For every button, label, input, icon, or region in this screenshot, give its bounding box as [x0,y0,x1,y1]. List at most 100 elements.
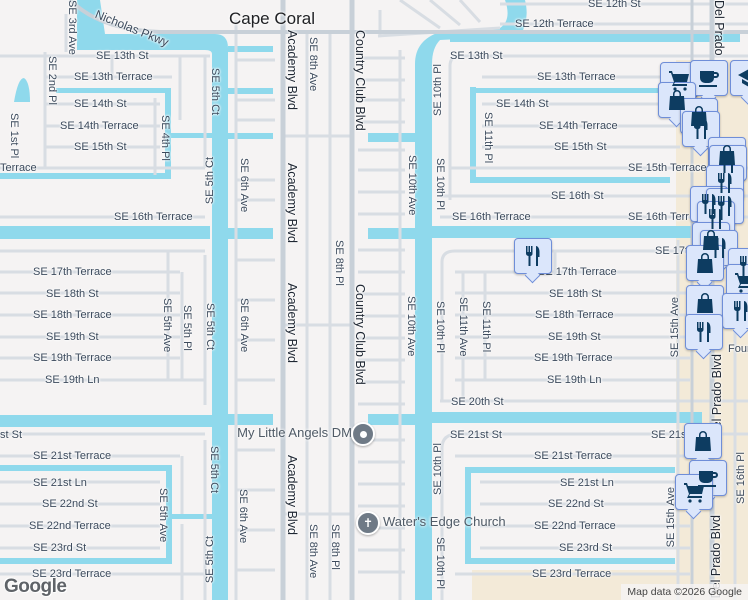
street-label: SE 21st Ln [560,477,614,489]
street-label: SE 18th St [46,288,99,300]
place-marker[interactable] [684,423,722,459]
street-label: SE 18th Terrace [535,309,614,321]
street-label: SE 19th St [46,331,99,343]
street-label: Country Club Blvd [353,30,367,131]
coffee-cup-icon [696,466,720,490]
street-label: SE 23rd St [33,542,87,554]
street-label: SE 10th Pl [434,537,446,589]
poi-label-my-little-angels[interactable]: My Little Angels DM [237,425,352,440]
street-label: SE 10th Pl [434,301,446,353]
street-label: SE 13th Terrace [74,71,153,83]
shopping-bag-icon [665,88,689,112]
restaurant-icon [716,151,740,175]
street-label: SE 5th Ave [157,488,169,543]
street-label: SE 21st Terrace [33,450,112,462]
street-label: SE 17t [655,245,689,257]
place-marker[interactable] [726,264,748,300]
street-label: SE 14th St [496,98,549,110]
street-label: SE 5th Pl [181,305,193,351]
street-label: SE 21st Terrace [534,450,613,462]
restaurant-icon [713,171,737,195]
street-label: SE 6th Ave [238,158,250,213]
place-marker[interactable] [722,293,748,329]
street-label: SE 2nd Pl [46,56,58,105]
street-label: SE 5th Ct [208,446,220,494]
street-label: Academy Blvd [285,30,299,110]
street-label: SE 11th Ave [457,297,469,357]
poi-label-waters-edge-church[interactable]: Water's Edge Church [383,514,506,529]
place-marker[interactable] [685,314,723,350]
street-label: SE 20th St [451,396,504,408]
street-label: SE 8th Ave [307,524,319,579]
street-label: SE 6th Ave [238,298,250,353]
pin-dot-icon[interactable] [351,422,375,446]
street-label: SE 5th Ct [204,303,216,351]
street-label: SE 13th Terrace [537,71,616,83]
street-label: SE 23rd Terrace [532,568,612,580]
graduation-cap-icon [737,66,748,90]
church-cross-icon[interactable]: ✝ [356,511,380,535]
google-logo: Google [4,576,67,597]
shopping-bag-icon [691,429,715,453]
street-label: SE 19th Ln [547,374,602,386]
street-label: Foun [728,343,748,355]
restaurant-icon [692,320,716,344]
street-label: SE 11th Pl [480,301,492,353]
street-label: Country Club Blvd [353,284,367,385]
street-label: SE 5th Ct [209,68,221,116]
street-label: SE 22nd Terrace [534,520,616,532]
street-label: SE 17th Terrace [33,266,112,278]
street-label: SE 14th Terrace [60,120,139,132]
street-label: SE 23rd St [559,542,613,554]
street-label: st St [0,429,23,441]
street-label: SE 15th St [74,141,127,153]
restaurant-icon [735,254,748,278]
map-attribution[interactable]: Map data ©2026 Google [621,584,748,600]
street-label: SE 10th Pl [432,443,444,495]
street-label: SE 21st Ln [33,477,87,489]
shopping-bag-icon [693,291,717,315]
city-label: Cape Coral [229,9,315,28]
street-label: SE 22nd St [42,498,98,510]
street-label: SE 3rd Ave [66,0,78,55]
street-label: SE 21s [651,429,687,441]
street-label: SE 12th Terrace [515,18,594,30]
street-label: SE 11th Pl [482,112,494,164]
street-label: Academy Blvd [285,163,299,243]
street-label: SE 18th Terrace [33,309,112,321]
place-marker[interactable] [730,60,748,96]
place-marker[interactable] [514,238,552,274]
shopping-cart-icon [667,68,691,92]
shopping-cart-icon [682,480,706,504]
coffee-cup-icon [697,66,721,90]
street-label: SE 16th Terrace [452,211,531,223]
street-label: SE 10th Pl [432,64,444,116]
street-label: Academy Blvd [285,455,299,535]
place-marker[interactable] [690,60,728,96]
street-label: SE 5th Ave [161,298,173,353]
street-label: SE 15th St [554,141,607,153]
street-label: SE 6th Ave [237,489,249,544]
street-label: SE 5th Ct [204,536,216,584]
street-label: SE 13th St [450,50,503,62]
street-label: SE 12th St [588,0,641,10]
shopping-bag-icon [693,251,717,275]
street-label: SE 1st Pl [8,113,20,159]
street-label: Academy Blvd [285,283,299,363]
restaurant-icon [521,244,545,268]
street-label: SE 8th Pl [333,240,345,286]
street-label: SE 22nd St [548,498,604,510]
restaurant-icon [689,117,713,141]
street-label: SE 5th Ct [204,157,216,205]
street-label: SE 22nd Terrace [29,520,111,532]
restaurant-icon [704,207,728,231]
street-label: SE 18th St [549,288,602,300]
street-label: SE 21st St [450,429,502,441]
street-label: SE 16th Terr [628,211,689,223]
street-label: SE 16th Pl [735,452,747,504]
place-marker[interactable] [686,245,724,281]
restaurant-icon [707,236,731,260]
shopping-cart-icon [733,270,748,294]
